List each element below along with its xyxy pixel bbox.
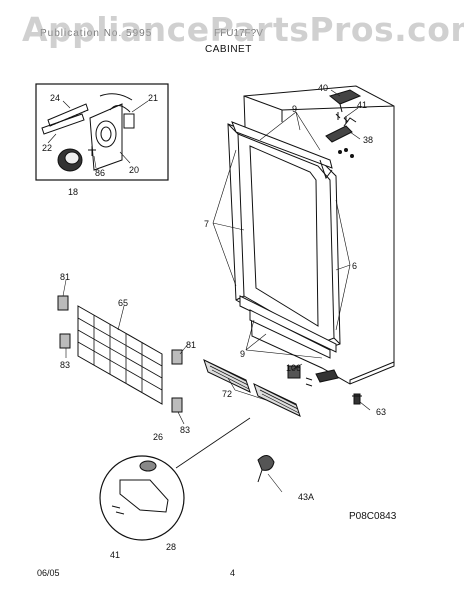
footer-date: 06/05 [37, 568, 60, 578]
bottom-rail [239, 295, 337, 359]
section-title: CABINET [205, 44, 252, 55]
callout-72: 72 [222, 389, 232, 399]
bracket-83-left [59, 333, 71, 349]
inset-frame [35, 83, 169, 181]
bracket-81-right [171, 349, 183, 365]
header-model-text: FFU17F?V [214, 28, 263, 39]
inset-leaders [47, 100, 149, 169]
callout-26: 26 [153, 432, 163, 442]
detail-circle [99, 417, 251, 541]
hinge-38 [325, 117, 357, 158]
part-18-bulb [57, 148, 83, 172]
part-24-strip [47, 103, 89, 127]
footer-page-number: 4 [230, 568, 236, 578]
callout-21: 21 [148, 93, 158, 103]
callout-106: 106 [286, 363, 301, 373]
callout-28: 28 [166, 542, 176, 552]
callout-6: 6 [352, 261, 357, 271]
callout-7: 7 [204, 219, 209, 229]
figure-id: P08C0843 [349, 511, 397, 522]
leveling-leg [352, 393, 362, 405]
callout-24: 24 [50, 93, 60, 103]
toe-grille-lower [253, 383, 301, 417]
header-publication-text: Publication No. 5995 [40, 28, 153, 39]
site-watermark: AppliancePartsPros.com [22, 10, 464, 49]
callout-41-top: 41 [357, 100, 367, 110]
callout-20: 20 [129, 165, 139, 175]
part-22-bracket [41, 113, 85, 135]
callout-86: 86 [95, 168, 105, 178]
callout-40: 40 [318, 83, 328, 93]
callout-81-left: 81 [60, 272, 70, 282]
callout-18: 18 [68, 187, 78, 197]
callout-63: 63 [376, 407, 386, 417]
bottom-hinge [287, 365, 339, 387]
top-rail [231, 121, 333, 180]
callout-65: 65 [118, 298, 128, 308]
callout-83-right: 83 [180, 425, 190, 435]
part-43a [257, 455, 275, 483]
leader-lines [62, 89, 371, 493]
condenser-grid-65 [77, 305, 163, 405]
callout-81-right: 81 [186, 340, 196, 350]
hinge-40 [328, 89, 362, 113]
bracket-81-left [57, 295, 69, 311]
bracket-83-right [171, 397, 183, 413]
callout-9-bottom: 9 [240, 349, 245, 359]
callout-43a: 43A [298, 492, 314, 502]
callout-labels: 40 41 38 9 21 24 22 86 20 18 7 6 81 65 8… [42, 83, 386, 560]
callout-22: 22 [42, 143, 52, 153]
callout-9-top: 9 [292, 104, 297, 114]
callout-38: 38 [363, 135, 373, 145]
part-86-screw [88, 146, 96, 156]
toe-grille-upper [203, 359, 251, 393]
part-20-light-housing [89, 93, 135, 171]
callout-41-bottom: 41 [110, 550, 120, 560]
hinge-screws-41 [335, 112, 349, 124]
callout-83-left: 83 [60, 360, 70, 370]
